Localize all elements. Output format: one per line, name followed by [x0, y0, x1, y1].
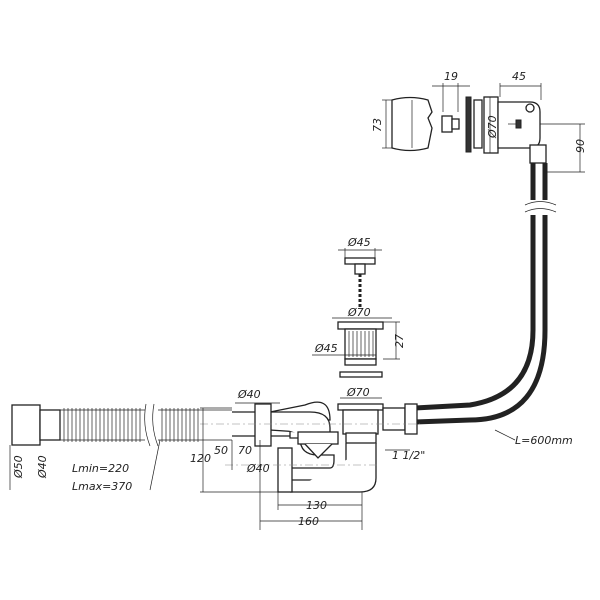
dim-d40-top: Ø40 — [237, 388, 261, 401]
dim-d45: Ø45 — [314, 342, 338, 355]
dim-d50: Ø50 — [12, 455, 25, 479]
stopper-cap — [344, 257, 376, 308]
dim-73: 73 — [371, 118, 384, 132]
hose-length: L=600mm — [515, 434, 573, 447]
dim-d40-bottom: Ø40 — [246, 462, 270, 475]
dim-120: 120 — [190, 452, 211, 465]
dim-d45-top: Ø45 — [347, 236, 371, 249]
dim-45: 45 — [512, 70, 526, 83]
overflow-hose — [414, 163, 557, 425]
thread-size: 1 1/2" — [392, 449, 425, 462]
overflow-body — [483, 96, 547, 164]
overflow-knob — [391, 96, 433, 152]
siphon-body — [232, 401, 418, 493]
corrugated-pipe — [11, 403, 232, 447]
length-max: Lmax=370 — [72, 480, 132, 493]
overflow-stem — [441, 115, 460, 133]
dim-27: 27 — [393, 334, 406, 348]
dim-130: 130 — [306, 499, 327, 512]
waste-grating — [337, 321, 384, 366]
dim-d40-pipe: Ø40 — [36, 455, 49, 479]
dim-70: 70 — [238, 444, 252, 457]
overflow-disk — [465, 96, 483, 153]
dim-19: 19 — [444, 70, 458, 83]
dim-d70-overflow: Ø70 — [486, 115, 499, 139]
dim-160: 160 — [298, 515, 319, 528]
length-min: Lmin=220 — [72, 462, 129, 475]
dim-50: 50 — [214, 444, 228, 457]
dim-d70-top: Ø70 — [347, 306, 371, 319]
dim-d70-bottom: Ø70 — [346, 386, 370, 399]
dim-90: 90 — [574, 139, 587, 153]
